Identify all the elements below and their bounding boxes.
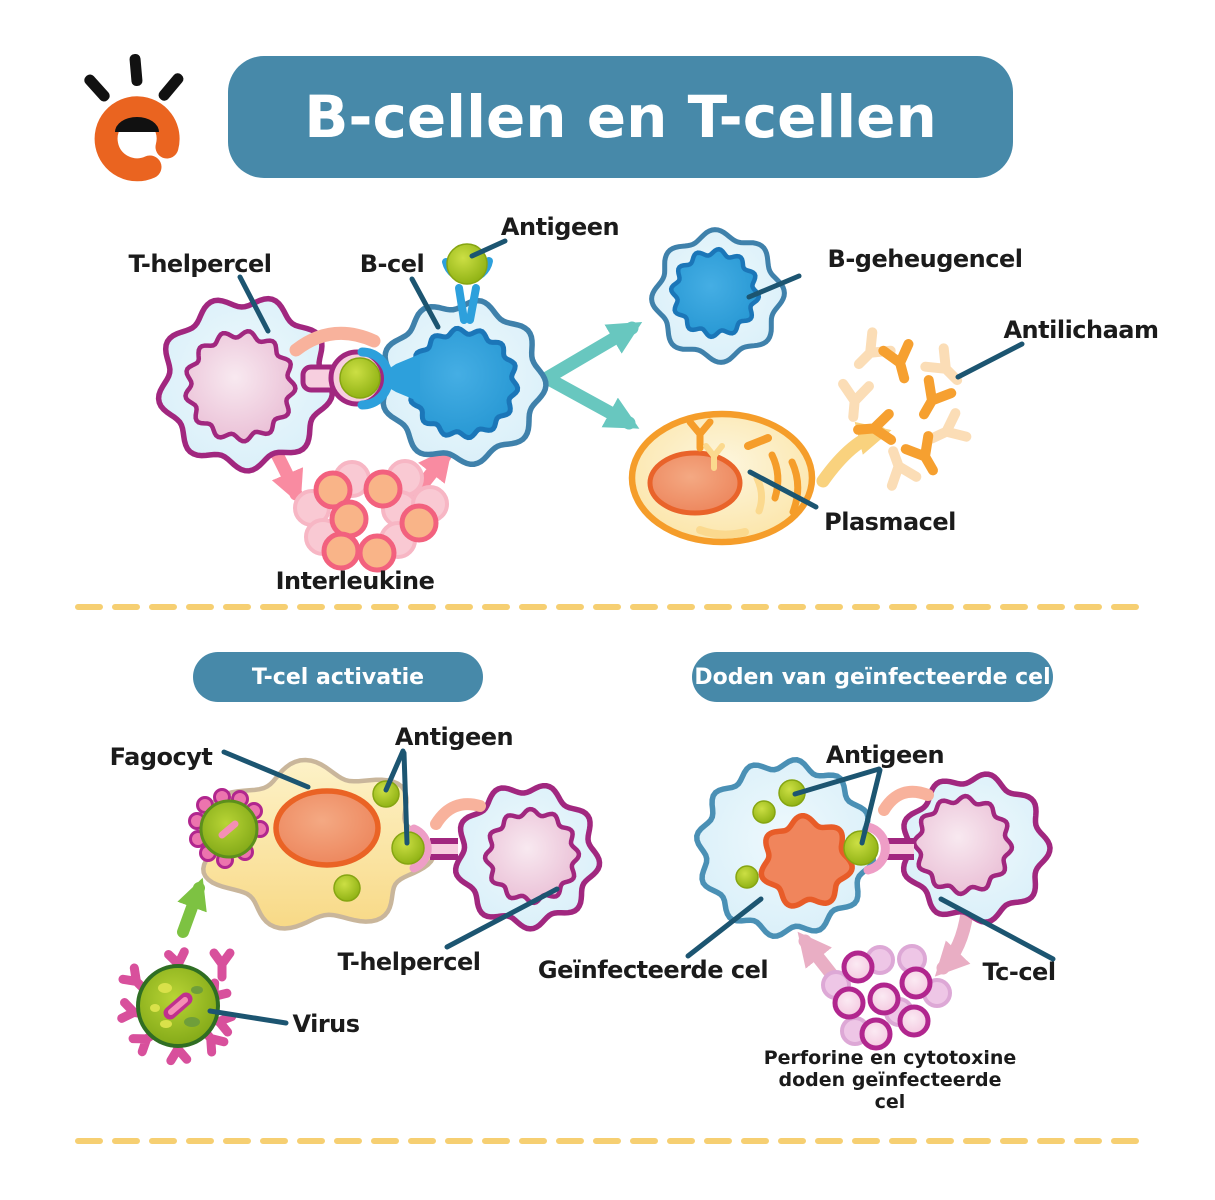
logo-e-icon xyxy=(94,96,180,182)
plasma-cell xyxy=(628,410,816,546)
label-tc-cel: Tc-cel xyxy=(982,958,1056,986)
cytokine-band xyxy=(289,326,381,357)
virus xyxy=(122,952,232,1061)
phagocyte-nucleus xyxy=(273,788,381,868)
company-logo xyxy=(84,53,184,182)
logo-e-eye xyxy=(115,117,159,132)
b-memory-cell xyxy=(649,227,787,365)
label-b-geheugencel: B-geheugencel xyxy=(827,245,1023,273)
antigen-ball-presented xyxy=(339,357,381,399)
logo-rays xyxy=(84,53,184,102)
label-b-cel: B-cel xyxy=(359,250,425,278)
antibody-cluster xyxy=(840,332,966,485)
phagocyte-th-synapse xyxy=(391,798,486,873)
t-helper-cell-top-nucleus xyxy=(183,329,298,444)
receptor-cup-bl xyxy=(409,824,432,873)
page-title: B-cellen en T-cellen xyxy=(304,83,937,151)
perforin-granules xyxy=(821,944,952,1051)
b-memory-cell-nucleus xyxy=(668,246,762,340)
label-plasmacel: Plasmacel xyxy=(824,508,956,536)
section-header-doden-geinfecteerde-cel: Doden van geïnfecteerde cel xyxy=(692,652,1053,702)
label-t-helpercel-bottom: T-helpercel xyxy=(337,948,481,976)
label-geinfecteerde-cel: Geïnfecteerde cel xyxy=(537,956,769,984)
antibody-arrow-yellow xyxy=(816,421,892,488)
title-banner: B-cellen en T-cellen xyxy=(228,56,1013,178)
cytokine-band-br xyxy=(878,785,934,816)
interleukine-cluster xyxy=(293,459,449,573)
infected-tc-synapse xyxy=(843,785,934,875)
b-cell-receptor-flare xyxy=(384,354,420,402)
label-antigeen-bottom-right: Antigeen xyxy=(825,741,945,769)
label-fagocyt: Fagocyt xyxy=(109,743,213,771)
section-header-t-cel-activatie: T-cel activatie xyxy=(193,652,483,702)
t-helper-cell-bottom xyxy=(452,782,603,932)
virus-speckles xyxy=(150,983,203,1028)
engulfed-virus xyxy=(188,788,269,869)
label-virus: Virus xyxy=(292,1010,360,1038)
receptor-cup-br xyxy=(863,822,890,875)
perforine-caption: Perforine en cytotoxine doden geïnfectee… xyxy=(763,1047,1017,1113)
plasma-cell-organelles xyxy=(686,418,802,539)
infected-cell-antigens xyxy=(735,779,806,889)
plasma-cell-nucleus xyxy=(647,450,743,516)
label-pointer-lines xyxy=(207,238,1056,1026)
label-antilichaam: Antilichaam xyxy=(1003,316,1159,344)
label-antigeen-top: Antigeen xyxy=(500,213,620,241)
infected-cell-nucleus xyxy=(758,812,855,909)
b-cell xyxy=(380,243,549,468)
phagocyte-cell xyxy=(188,757,436,931)
th-bcell-synapse xyxy=(289,326,420,410)
t-helper-cell-top xyxy=(155,295,335,474)
t-helper-bottom-nucleus xyxy=(482,806,582,906)
cytokine-band-bl xyxy=(430,798,486,830)
phagocyte-antigens xyxy=(333,780,400,902)
label-antigeen-bottom-left: Antigeen xyxy=(394,723,514,751)
label-t-helpercel-top: T-helpercel xyxy=(128,250,272,278)
label-interleukine: Interleukine xyxy=(275,567,435,595)
infected-cell xyxy=(694,757,876,939)
antigen-ball-membrane-br xyxy=(843,830,879,866)
tc-cell-nucleus xyxy=(911,793,1015,897)
branch-arrows-teal xyxy=(540,321,643,430)
